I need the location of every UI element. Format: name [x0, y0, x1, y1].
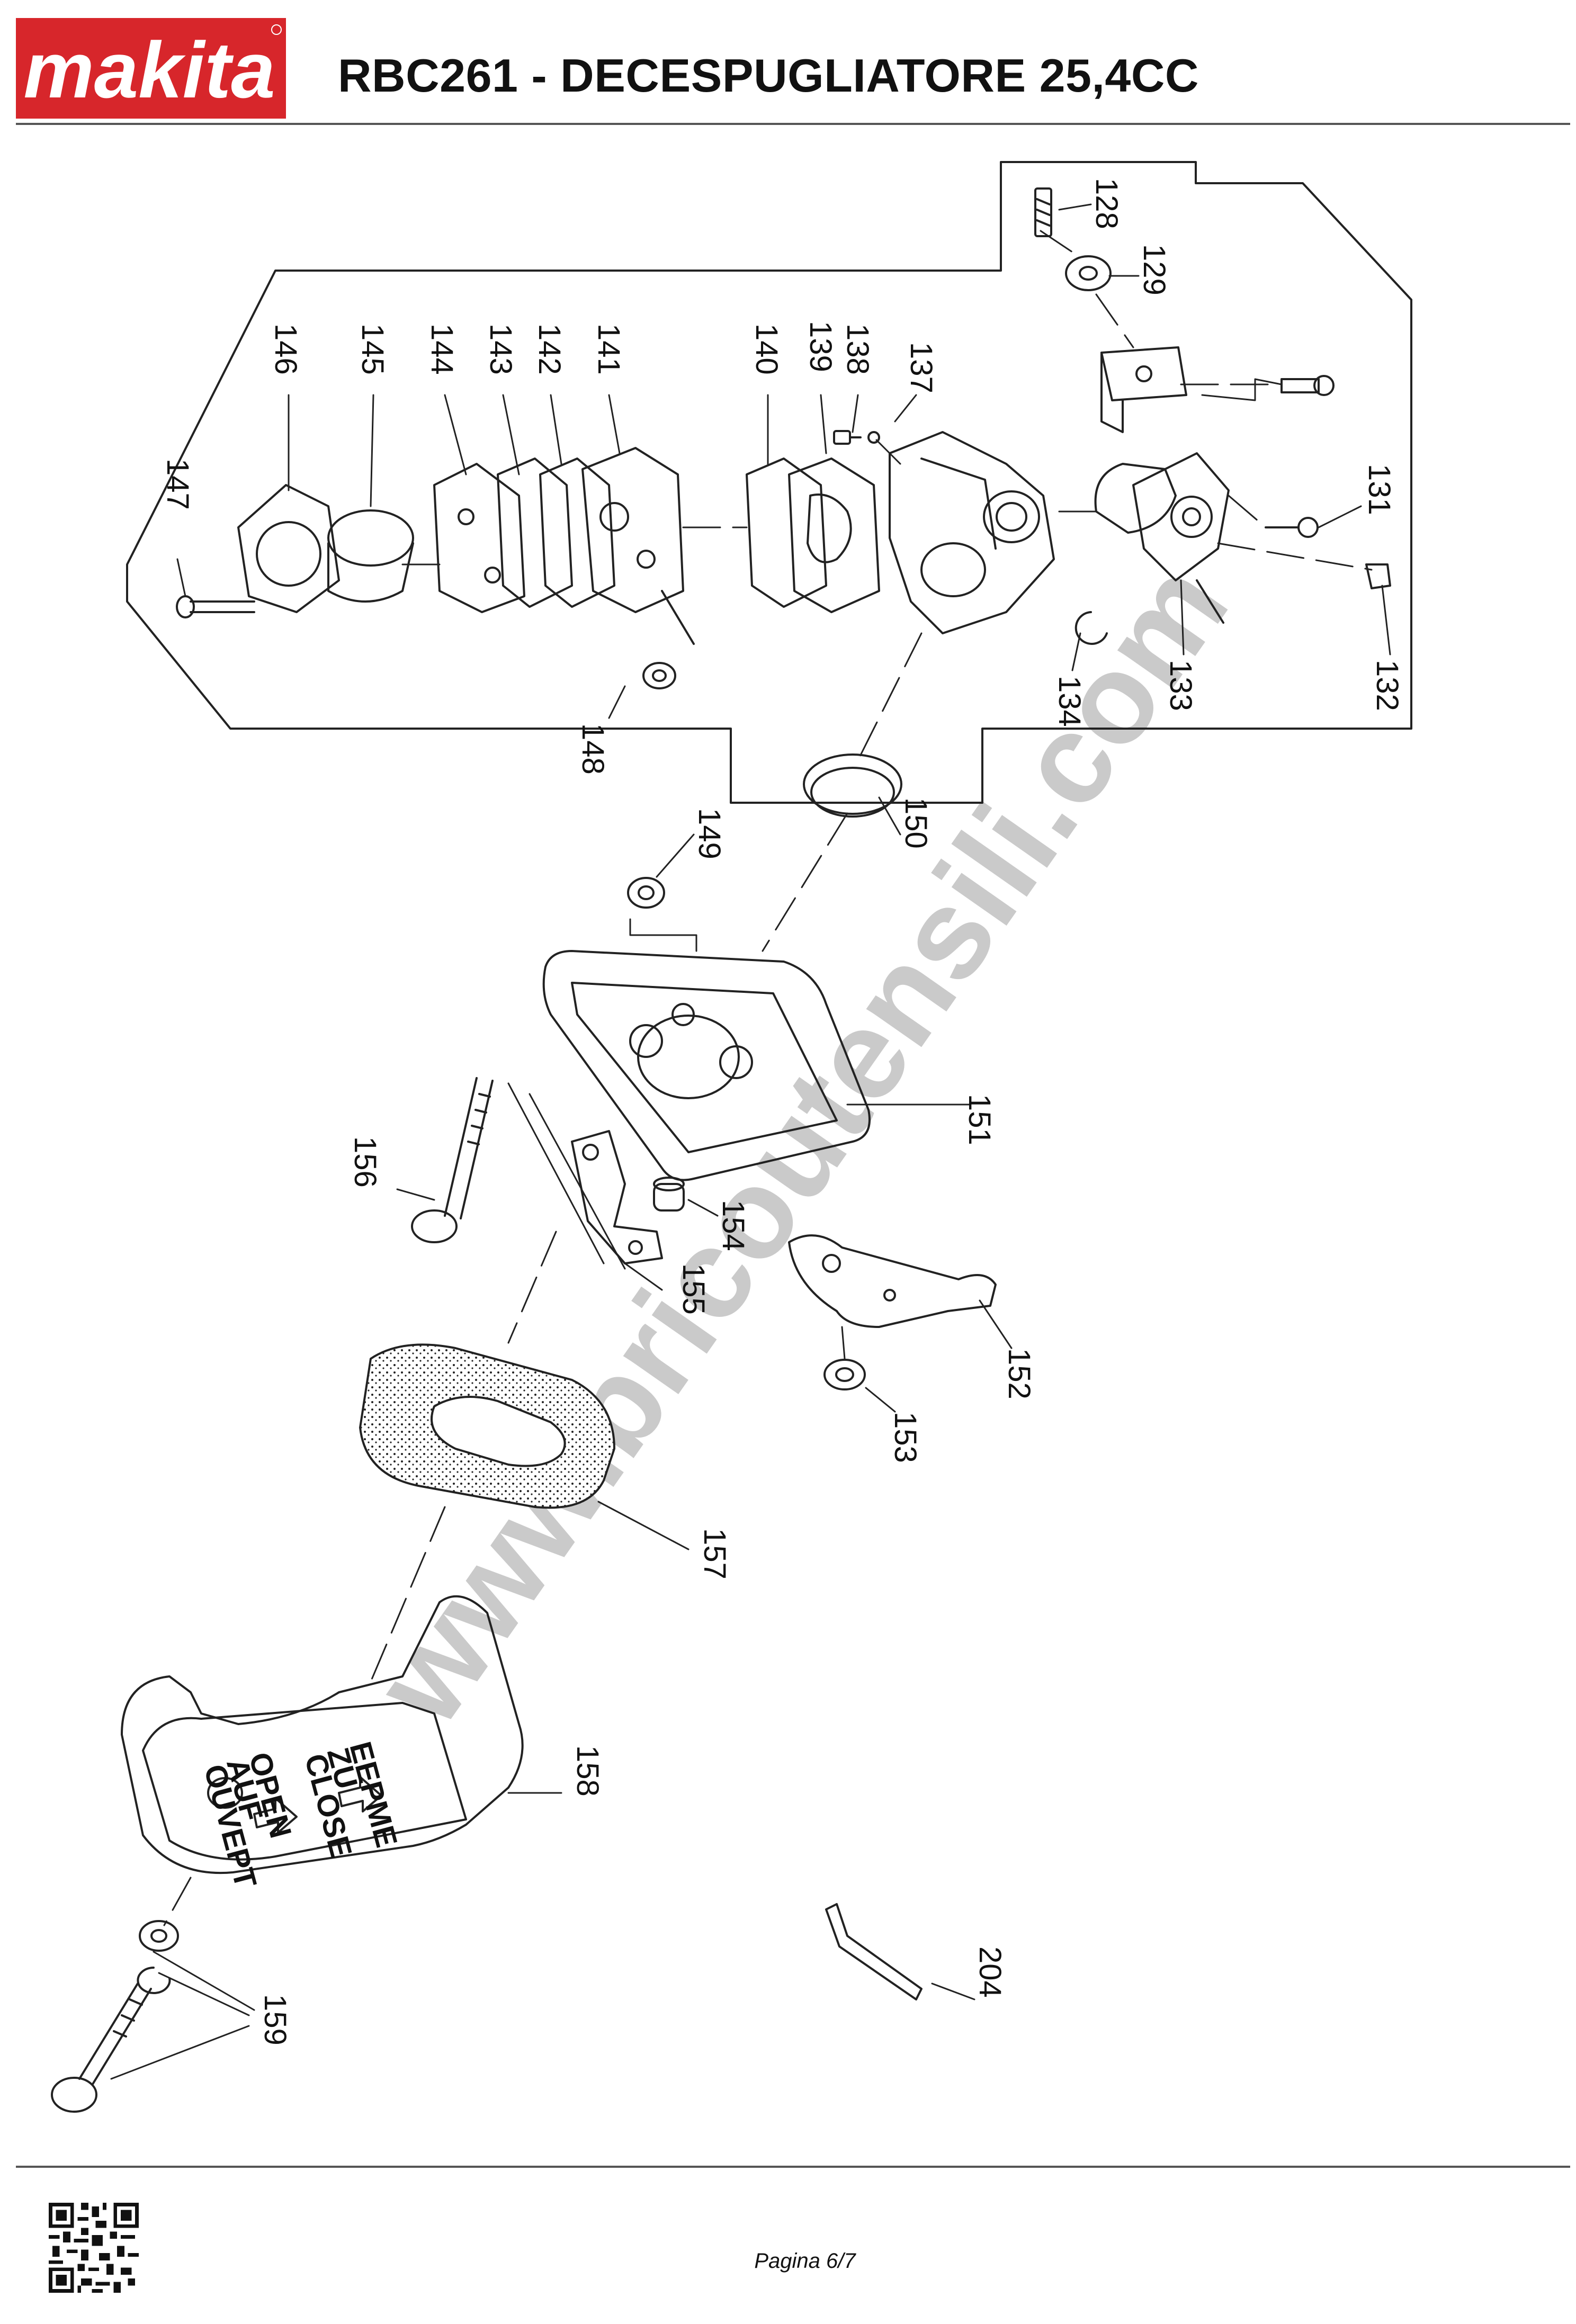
callout-156: 156 — [348, 1136, 382, 1188]
part-145-primer-bulb — [327, 509, 414, 603]
callout-158: 158 — [570, 1745, 605, 1797]
part-144-diaphragm-cover — [433, 463, 525, 613]
callout-132: 132 — [1370, 660, 1404, 711]
part-154-collar — [653, 1177, 685, 1212]
part-156-bolt — [411, 1077, 494, 1243]
cover-close-label: EEPME ZU CLOSE — [298, 1738, 404, 1862]
callout-153: 153 — [888, 1412, 923, 1463]
qr-code — [49, 2203, 139, 2293]
callout-129: 129 — [1137, 244, 1171, 295]
part-bracket-screw — [1280, 375, 1335, 396]
part-153-washer — [823, 1359, 866, 1390]
cover-open-label: OPEN AUF OUVEPT — [197, 1749, 298, 1892]
page-title: RBC261 - DECESPUGLIATORE 25,4CC — [338, 49, 1199, 102]
arrow-right-icon — [338, 1776, 382, 1812]
callout-134: 134 — [1052, 676, 1087, 727]
part-133-throttle-assembly — [1094, 452, 1230, 624]
callout-155: 155 — [676, 1263, 711, 1315]
footer-divider — [16, 2166, 1570, 2168]
page-header: makita RBC261 - DECESPUGLIATORE 25,4CC — [0, 0, 1576, 127]
assembly-lines — [163, 230, 1373, 1926]
part-158-air-cleaner-cover — [121, 1595, 524, 1874]
part-204-hex-key — [825, 1903, 923, 2000]
part-142-gasket — [539, 457, 615, 608]
callout-204: 204 — [973, 1946, 1007, 1998]
callout-140: 140 — [749, 324, 784, 375]
part-143-diaphragm — [497, 457, 573, 608]
page-number: Pagina 6/7 — [754, 2249, 856, 2273]
leader-lines — [110, 203, 1391, 2080]
part-141-pump-cover — [581, 447, 695, 645]
makita-logo: makita — [16, 18, 286, 119]
part-151-air-cleaner-base — [542, 950, 871, 1181]
part-129-nut — [1065, 255, 1112, 291]
callout-138: 138 — [840, 324, 875, 375]
callout-139: 139 — [803, 321, 838, 372]
part-132-clip — [1365, 563, 1391, 589]
part-149-nut — [627, 877, 665, 909]
part-bracket — [1100, 346, 1187, 433]
callout-149: 149 — [692, 808, 727, 859]
part-159-screw — [51, 1982, 152, 2113]
part-131-screw — [1265, 517, 1319, 538]
part-155-bracket — [571, 1130, 663, 1264]
callout-144: 144 — [425, 324, 459, 375]
part-159-spring-washer — [137, 1967, 171, 1994]
part-148-nut — [642, 662, 676, 689]
callout-142: 142 — [532, 324, 567, 375]
callout-131: 131 — [1362, 464, 1396, 515]
callout-133: 133 — [1163, 660, 1198, 711]
carburetor-group-outline — [126, 161, 1412, 804]
part-146-primer-housing — [237, 484, 340, 613]
callout-148: 148 — [576, 723, 610, 775]
arrow-right-icon — [253, 1797, 298, 1834]
brand-wordmark: makita — [23, 25, 275, 114]
part-150-insulator-ring — [803, 753, 902, 818]
part-137-o-ring — [867, 431, 880, 444]
registered-mark-icon — [271, 24, 282, 35]
watermark: www.bricoutensili.com — [347, 537, 1255, 1749]
bracket-lines — [507, 378, 1283, 1270]
part-152-choke-lever — [788, 1234, 997, 1328]
part-139-gasket — [788, 457, 880, 613]
callout-137: 137 — [904, 342, 938, 393]
callout-147: 147 — [160, 459, 195, 510]
part-147-screw — [176, 595, 255, 618]
part-159-washer — [139, 1920, 179, 1952]
callout-157: 157 — [697, 1528, 732, 1580]
callout-152: 152 — [1002, 1348, 1036, 1399]
callout-128: 128 — [1089, 178, 1124, 229]
callout-141: 141 — [592, 324, 626, 375]
part-138-screw — [833, 430, 862, 445]
callout-159: 159 — [258, 1994, 292, 2045]
header-divider — [16, 123, 1570, 125]
callout-146: 146 — [268, 324, 303, 375]
callout-145: 145 — [355, 324, 390, 375]
part-carburetor-body — [889, 431, 1055, 634]
callout-143: 143 — [483, 324, 518, 375]
callout-154: 154 — [716, 1200, 750, 1251]
logo-background — [16, 18, 286, 119]
exploded-parts-diagram: www.bricoutensili.com — [51, 161, 1412, 2113]
callout-labels: 128 129 131 132 133 134 137 138 139 140 … — [160, 178, 1404, 2045]
part-140-diaphragm — [746, 457, 827, 608]
callout-150: 150 — [899, 797, 933, 849]
callout-151: 151 — [962, 1094, 997, 1145]
part-128-adjust-screw — [1034, 187, 1052, 237]
part-157-air-filter — [359, 1343, 615, 1509]
